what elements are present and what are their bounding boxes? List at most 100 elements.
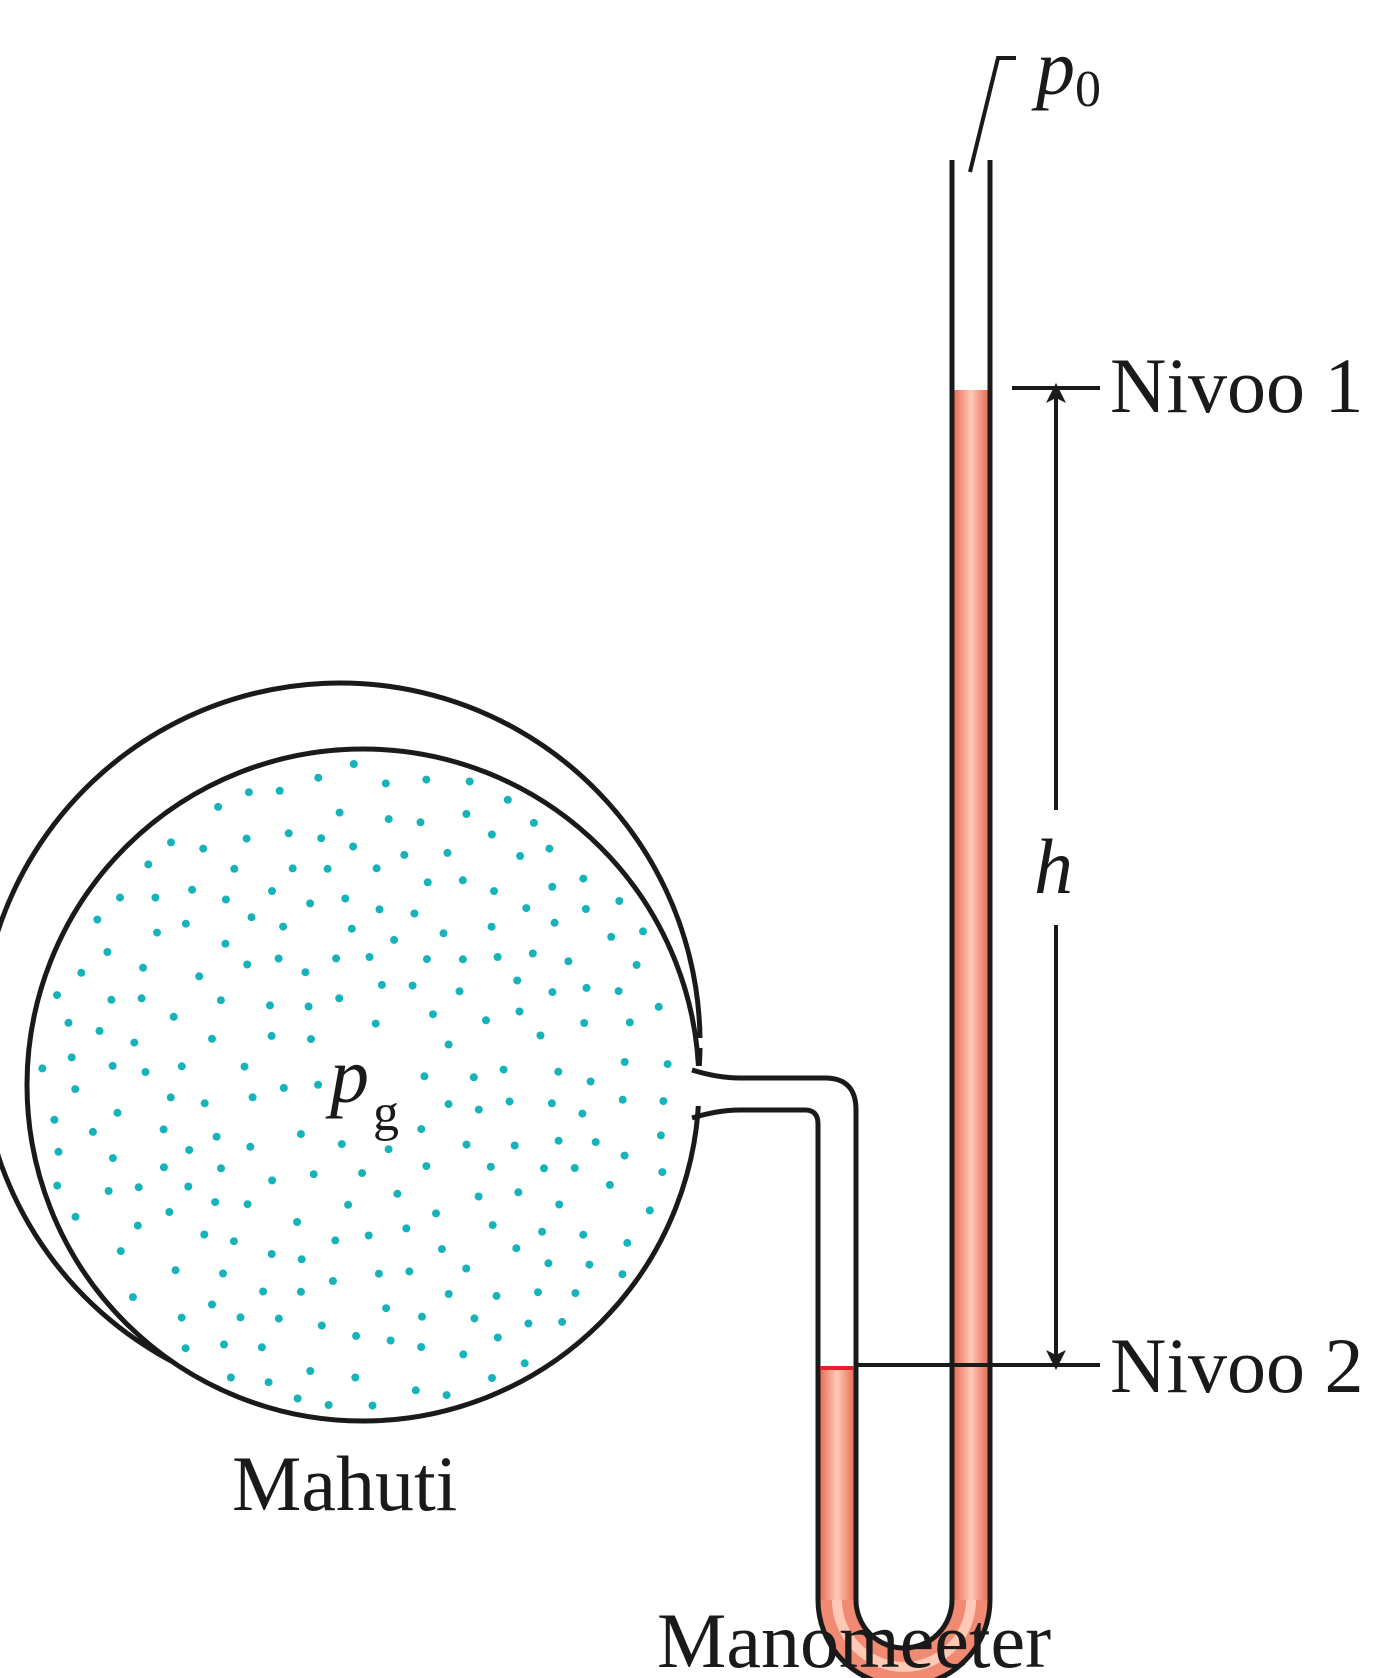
gas-particle bbox=[444, 1040, 453, 1049]
gas-particle bbox=[488, 1374, 496, 1382]
gas-particle bbox=[107, 995, 116, 1004]
gas-particle bbox=[279, 1083, 288, 1092]
gas-particle bbox=[558, 1317, 567, 1326]
gas-particle bbox=[306, 899, 315, 908]
gas-particle bbox=[259, 1287, 268, 1296]
gas-particle bbox=[88, 1127, 97, 1136]
gas-particle bbox=[208, 1300, 216, 1309]
gas-particle bbox=[659, 1097, 668, 1106]
gas-particle bbox=[493, 953, 502, 961]
gas-particle bbox=[279, 922, 288, 931]
labels: p0 Nivoo 1 Nivoo 2 h pg Mahuti Manomeete… bbox=[232, 24, 1364, 1678]
gas-particle bbox=[64, 1018, 73, 1027]
gas-particle bbox=[545, 844, 554, 853]
gas-particle bbox=[400, 850, 409, 859]
gas-particle bbox=[420, 1072, 429, 1081]
gas-particle bbox=[368, 1401, 377, 1410]
gas-particle bbox=[38, 1064, 47, 1073]
gas-particle bbox=[486, 1162, 495, 1171]
gas-particle bbox=[432, 1209, 440, 1218]
gas-particle bbox=[208, 1034, 216, 1043]
gas-particle bbox=[144, 860, 153, 869]
gas-particle bbox=[229, 1237, 238, 1246]
gas-particle bbox=[130, 1038, 139, 1047]
gas-particle bbox=[474, 1105, 483, 1114]
gas-particle bbox=[381, 779, 390, 788]
gas-particle bbox=[386, 1336, 395, 1345]
gas-particle bbox=[216, 996, 225, 1005]
gas-particle bbox=[349, 760, 358, 768]
gas-particle bbox=[375, 905, 384, 914]
gas-particle bbox=[53, 991, 61, 1000]
gas-particle bbox=[462, 1264, 471, 1273]
gas-particle bbox=[487, 830, 496, 839]
gas-particle bbox=[108, 1061, 117, 1070]
gas-particle bbox=[113, 1108, 122, 1117]
gas-particle bbox=[524, 1319, 533, 1328]
gas-particle bbox=[654, 1002, 663, 1011]
gas-particle bbox=[550, 918, 559, 927]
gas-particle bbox=[548, 988, 557, 997]
gas-particle bbox=[437, 1245, 446, 1254]
gas-particle bbox=[306, 1367, 315, 1375]
gas-particle bbox=[309, 1170, 318, 1179]
gas-particle bbox=[77, 968, 86, 977]
gas-particle bbox=[351, 1373, 360, 1382]
gas-particle bbox=[442, 1391, 451, 1400]
gas-particle bbox=[331, 1236, 340, 1245]
gas-particle bbox=[221, 939, 230, 948]
gas-particle bbox=[586, 1077, 595, 1086]
gas-particle bbox=[462, 1140, 471, 1149]
gas-particle bbox=[384, 815, 393, 824]
gas-particle bbox=[493, 1333, 502, 1342]
gas-particle bbox=[264, 1378, 273, 1387]
gas-particle bbox=[268, 1176, 277, 1185]
gas-particle bbox=[444, 1100, 453, 1109]
gas-particle bbox=[482, 1016, 490, 1025]
gas-particle bbox=[374, 1269, 383, 1278]
gas-particle bbox=[570, 1164, 579, 1172]
gas-particle bbox=[317, 1321, 326, 1330]
gas-particle bbox=[469, 1073, 478, 1082]
gas-particle bbox=[137, 994, 146, 1003]
gas-particle bbox=[487, 922, 496, 931]
gas-particle bbox=[528, 949, 537, 958]
gas-particle bbox=[151, 893, 160, 902]
gas-particle bbox=[422, 955, 431, 964]
gas-particle bbox=[317, 834, 326, 843]
gas-particle bbox=[314, 773, 323, 782]
gas-particle bbox=[579, 1230, 588, 1239]
gas-particle bbox=[171, 1266, 180, 1275]
gas-particle bbox=[304, 1002, 313, 1011]
gas-particle bbox=[335, 808, 344, 817]
gas-particle bbox=[314, 1080, 323, 1089]
gas-particle bbox=[199, 844, 208, 853]
gas-particle bbox=[405, 1267, 414, 1276]
gas-particle bbox=[371, 1019, 380, 1028]
gas-particle bbox=[240, 1062, 249, 1071]
gas-particle bbox=[372, 864, 381, 873]
gas-particle bbox=[274, 954, 283, 963]
gas-particle bbox=[544, 1259, 553, 1268]
level-1-label: Nivoo 1 bbox=[1110, 342, 1364, 429]
gas-particle bbox=[364, 1231, 373, 1240]
gas-particle bbox=[274, 1314, 283, 1323]
liquid-left-leg bbox=[820, 1368, 854, 1618]
gas-particle bbox=[108, 1154, 117, 1163]
gas-particle bbox=[181, 1344, 190, 1353]
p0-label: p0 bbox=[1031, 24, 1101, 118]
gas-particle bbox=[230, 864, 239, 873]
gas-particle bbox=[220, 1340, 228, 1349]
gas-particle bbox=[166, 1093, 175, 1102]
gas-particle bbox=[382, 1304, 391, 1313]
gas-particle bbox=[571, 1289, 580, 1298]
gas-particle bbox=[296, 1287, 305, 1296]
gas-particle bbox=[352, 1331, 361, 1340]
gas-particle bbox=[243, 1200, 252, 1209]
gas-particle bbox=[547, 1099, 556, 1108]
gas-particle bbox=[226, 1373, 235, 1382]
gas-particle bbox=[410, 909, 419, 918]
gas-particle bbox=[267, 1250, 276, 1258]
gas-particle bbox=[221, 895, 230, 904]
